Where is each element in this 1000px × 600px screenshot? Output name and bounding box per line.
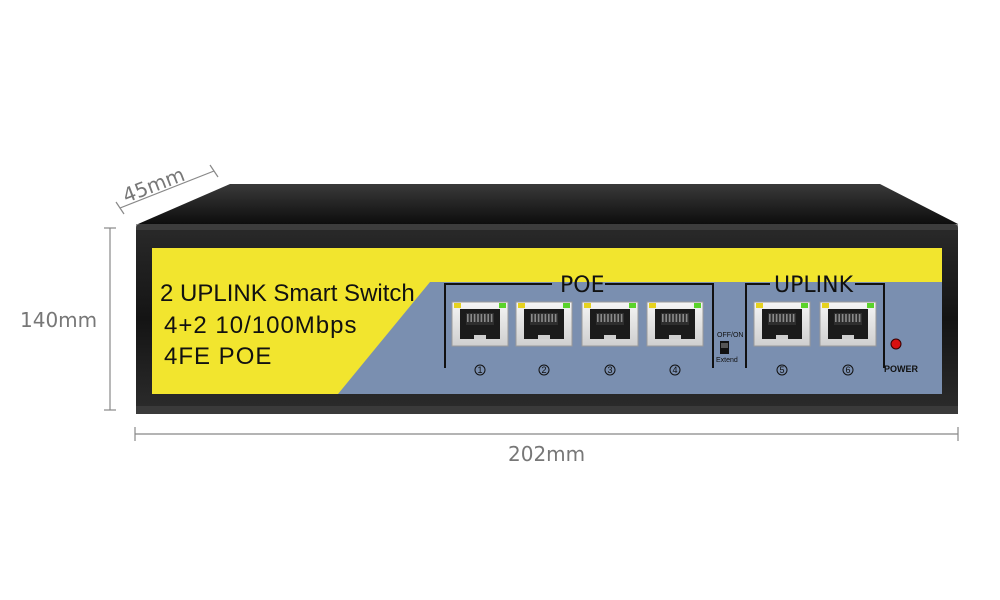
port-number-badge bbox=[474, 364, 486, 376]
port-led-green bbox=[499, 303, 506, 308]
port-number: 6 bbox=[845, 365, 850, 375]
depth-label: 45mm bbox=[119, 162, 188, 207]
port-led-yellow bbox=[756, 303, 763, 308]
rj45-port-6[interactable]: 6 bbox=[819, 301, 877, 376]
switch-label-bottom: Extend bbox=[716, 357, 738, 364]
panel-line-3: 4FE POE bbox=[164, 343, 272, 370]
rj45-port-1[interactable]: 1 bbox=[451, 301, 509, 376]
port-led-green bbox=[694, 303, 701, 308]
port-led-yellow bbox=[822, 303, 829, 308]
dimension-width: 202mm bbox=[134, 427, 959, 466]
extend-switch[interactable]: OFF/ON Extend bbox=[716, 332, 743, 364]
ethernet-ports: 1 2 3 4 5 6 bbox=[451, 301, 877, 376]
port-led-yellow bbox=[649, 303, 656, 308]
port-number: 4 bbox=[672, 365, 677, 375]
port-number-badge bbox=[776, 364, 788, 376]
port-number-badge bbox=[842, 364, 854, 376]
port-number: 5 bbox=[779, 365, 784, 375]
uplink-group: UPLINK bbox=[745, 273, 885, 368]
power-led bbox=[890, 338, 902, 350]
poe-group: POE bbox=[444, 273, 714, 368]
port-led-green bbox=[867, 303, 874, 308]
port-number-badge bbox=[604, 364, 616, 376]
port-led-yellow bbox=[454, 303, 461, 308]
port-led-green bbox=[801, 303, 808, 308]
uplink-group-label: UPLINK bbox=[774, 273, 854, 298]
port-number: 3 bbox=[607, 365, 612, 375]
panel-line-2: 4+2 10/100Mbps bbox=[164, 312, 357, 339]
panel-line-1: 2 UPLINK Smart Switch bbox=[160, 280, 415, 307]
port-number-badge bbox=[538, 364, 550, 376]
power-indicator: POWER bbox=[884, 338, 919, 374]
port-number-badge bbox=[669, 364, 681, 376]
height-label: 140mm bbox=[20, 308, 97, 332]
poe-group-label: POE bbox=[560, 273, 604, 298]
rj45-port-5[interactable]: 5 bbox=[753, 301, 811, 376]
dimension-height: 140mm bbox=[20, 227, 116, 411]
port-number: 1 bbox=[477, 365, 482, 375]
switch-label-top: OFF/ON bbox=[717, 332, 743, 339]
port-led-yellow bbox=[518, 303, 525, 308]
rj45-port-4[interactable]: 4 bbox=[646, 301, 704, 376]
port-led-green bbox=[629, 303, 636, 308]
rj45-port-3[interactable]: 3 bbox=[581, 301, 639, 376]
power-label: POWER bbox=[884, 364, 919, 374]
width-label: 202mm bbox=[508, 442, 585, 466]
port-number: 2 bbox=[541, 365, 546, 375]
rj45-port-2[interactable]: 2 bbox=[515, 301, 573, 376]
port-led-yellow bbox=[584, 303, 591, 308]
port-led-green bbox=[563, 303, 570, 308]
